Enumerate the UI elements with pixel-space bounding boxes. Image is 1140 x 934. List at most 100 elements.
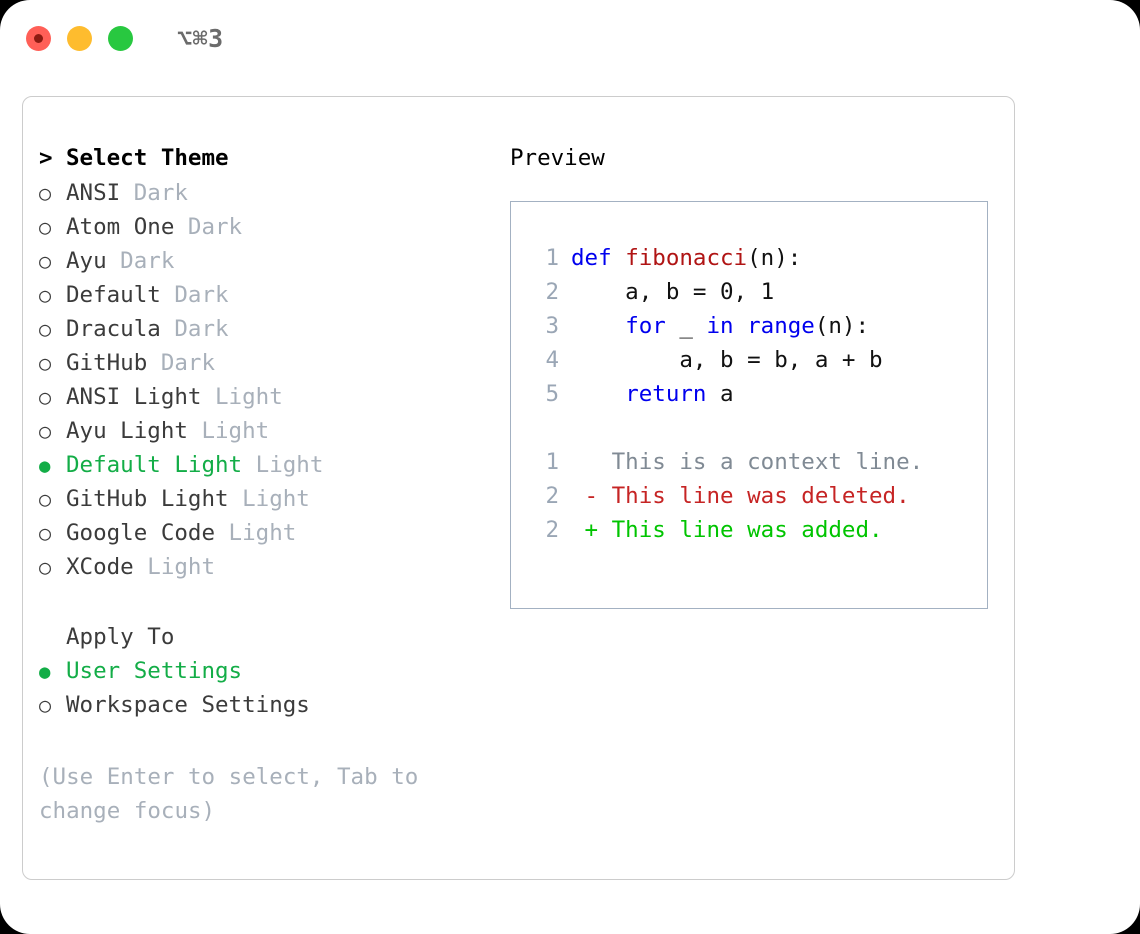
- theme-option-row[interactable]: ●Default Light Light: [39, 452, 491, 486]
- line-number: 2: [545, 279, 559, 305]
- code-token: [734, 313, 748, 339]
- line-number: 3: [545, 313, 559, 339]
- theme-option-tag: Light: [133, 554, 216, 580]
- radio-unselected-icon: ○: [39, 555, 52, 579]
- code-token: _: [665, 313, 707, 339]
- theme-option-name: Ayu Light: [66, 418, 188, 444]
- line-content: return a: [571, 377, 734, 411]
- title-bar: ⌥⌘3: [0, 0, 1140, 76]
- apply-to-label: Apply To: [66, 624, 175, 650]
- code-token: (n):: [814, 313, 870, 339]
- code-token: def: [571, 245, 626, 271]
- apply-to-option-row[interactable]: ○ Workspace Settings: [39, 692, 491, 726]
- code-line: 4 a, b = b, a + b: [530, 343, 987, 377]
- code-token: in: [706, 313, 734, 339]
- select-theme-heading: > Select Theme: [39, 145, 491, 179]
- radio-unselected-icon: ○: [39, 283, 52, 307]
- theme-option-row[interactable]: ○ GitHub Light Light: [39, 486, 491, 520]
- minimize-button-icon[interactable]: [67, 25, 92, 51]
- theme-option-tag: Dark: [160, 282, 229, 308]
- code-token: for: [625, 313, 666, 339]
- keyboard-hint-text: (Use Enter to select, Tab to change focu…: [39, 764, 432, 824]
- apply-to-option-row[interactable]: ●User Settings: [39, 658, 491, 692]
- theme-option-tag: Light: [201, 384, 283, 410]
- diff-line: 2 + This line was added.: [530, 513, 987, 547]
- code-line: 5 return a: [530, 377, 987, 411]
- code-token: a, b = b, a + b: [571, 347, 883, 373]
- prompt-caret-icon: >: [39, 145, 53, 171]
- theme-option-tag: Light: [242, 452, 324, 478]
- code-token: - This line was deleted.: [571, 483, 910, 509]
- code-line: 3 for _ in range(n):: [530, 309, 987, 343]
- theme-option-row[interactable]: ○Dracula Dark: [39, 316, 491, 350]
- line-content: This is a context line.: [571, 445, 924, 479]
- theme-option-row[interactable]: ○ANSI Dark: [39, 180, 491, 214]
- theme-option-tag: Light: [228, 486, 310, 512]
- close-button-icon[interactable]: [26, 25, 51, 51]
- theme-option-row[interactable]: ○ Default Dark: [39, 282, 491, 316]
- theme-option-tag: Dark: [106, 248, 175, 274]
- code-token: fibonacci: [625, 245, 748, 271]
- radio-unselected-icon: ○: [39, 693, 52, 717]
- theme-option-row[interactable]: ○ ANSI Light Light: [39, 384, 491, 418]
- code-token: a: [706, 381, 734, 407]
- line-number: 2: [545, 517, 559, 543]
- theme-list: ○ANSI Dark○Atom One Dark○Ayu Dark○Defaul…: [39, 180, 491, 588]
- theme-option-name: GitHub: [66, 350, 148, 376]
- line-content: for _ in range(n):: [571, 309, 869, 343]
- code-token: return: [625, 381, 707, 407]
- theme-option-row[interactable]: ○ XCode Light: [39, 554, 491, 588]
- theme-option-row[interactable]: ○GitHub Dark: [39, 350, 491, 384]
- code-token: This is a context line.: [571, 449, 924, 475]
- line-content: + This line was added.: [571, 513, 883, 547]
- line-number: 4: [545, 347, 559, 373]
- radio-unselected-icon: ○: [39, 317, 52, 341]
- theme-option-tag: Light: [215, 520, 297, 546]
- code-token: a, b = 0, 1: [571, 279, 775, 305]
- code-token: [571, 313, 625, 339]
- maximize-button-icon[interactable]: [108, 25, 133, 51]
- window-controls: [26, 25, 133, 51]
- radio-unselected-icon: ○: [39, 181, 52, 205]
- theme-option-tag: Dark: [160, 316, 229, 342]
- theme-option-name: Google Code: [66, 520, 216, 546]
- theme-option-row[interactable]: ○Ayu Dark: [39, 248, 491, 282]
- line-content: - This line was deleted.: [571, 479, 910, 513]
- radio-unselected-icon: ○: [39, 215, 52, 239]
- theme-option-row[interactable]: ○Google Code Light: [39, 520, 491, 554]
- theme-option-tag: Dark: [120, 180, 188, 206]
- theme-option-name: XCode: [66, 554, 134, 580]
- theme-option-row[interactable]: ○Ayu Light Light: [39, 418, 491, 452]
- theme-option-name: Default: [66, 282, 161, 308]
- line-number: 2: [545, 483, 559, 509]
- apply-to-list: ●User Settings○ Workspace Settings: [39, 658, 491, 726]
- diff-line: 1 This is a context line.: [530, 445, 987, 479]
- radio-unselected-icon: ○: [39, 385, 52, 409]
- select-theme-heading-label: Select Theme: [66, 145, 229, 171]
- radio-selected-icon: ●: [39, 455, 51, 477]
- line-number: 1: [545, 449, 559, 475]
- code-token: [571, 381, 625, 407]
- line-content: a, b = b, a + b: [571, 343, 883, 377]
- theme-option-name: ANSI Light: [66, 384, 202, 410]
- theme-option-row[interactable]: ○ Atom One Dark: [39, 214, 491, 248]
- theme-option-name: Ayu: [66, 248, 107, 274]
- apply-to-option-name: Workspace Settings: [66, 692, 310, 718]
- theme-option-name: GitHub Light: [66, 486, 229, 512]
- line-content: def fibonacci(n):: [571, 241, 801, 275]
- keyboard-shortcut-label: ⌥⌘3: [177, 23, 224, 53]
- radio-unselected-icon: ○: [39, 487, 52, 511]
- theme-option-tag: Light: [187, 418, 270, 444]
- code-token: range: [747, 313, 815, 339]
- theme-option-tag: Dark: [147, 350, 216, 376]
- code-token: + This line was added.: [571, 517, 883, 543]
- theme-option-name: Atom One: [66, 214, 175, 240]
- diff-line: 2 - This line was deleted.: [530, 479, 987, 513]
- theme-option-tag: Dark: [174, 214, 243, 240]
- line-number: 5: [545, 381, 559, 407]
- main-panel: > Select Theme ○ANSI Dark○Atom One Dark○…: [22, 96, 1015, 880]
